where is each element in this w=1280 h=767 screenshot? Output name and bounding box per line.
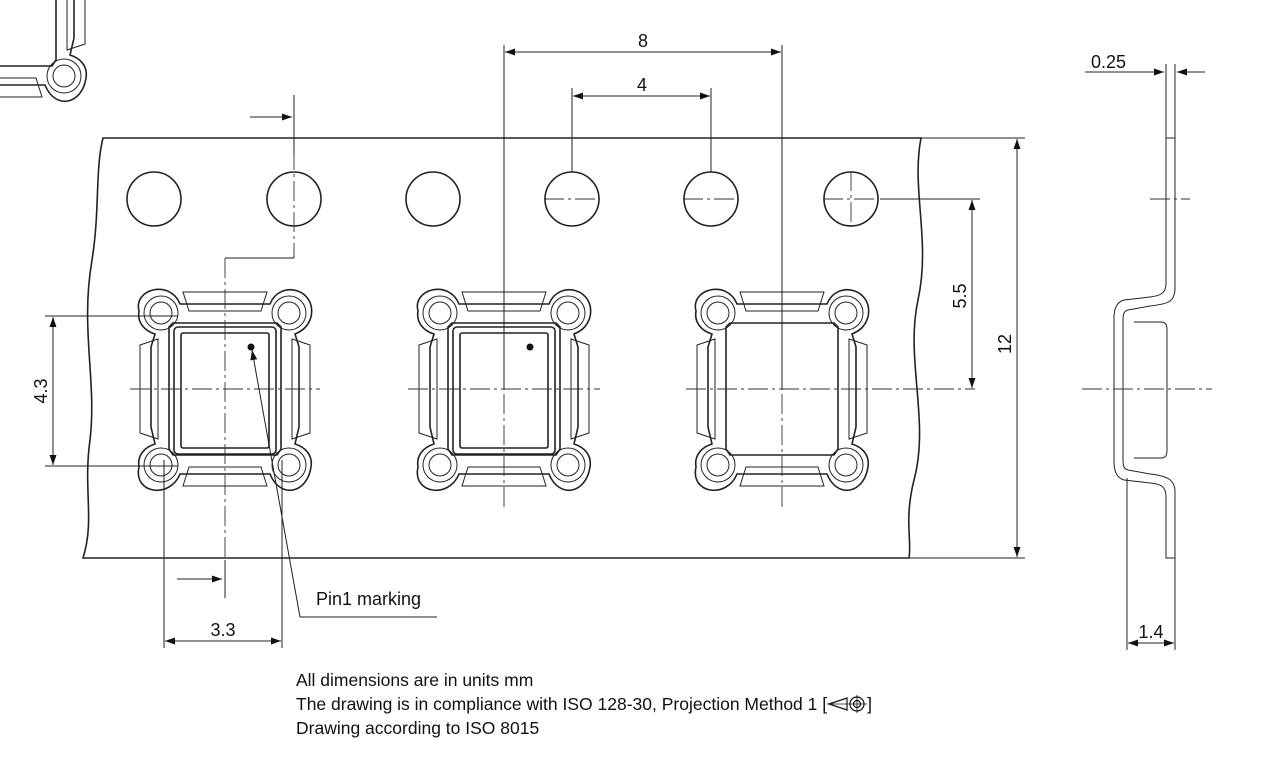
dimension-tape-width: 12 <box>909 137 1025 559</box>
pin1-callout-label: Pin1 marking <box>316 589 421 609</box>
sprocket-hole <box>126 171 182 227</box>
section-line <box>177 95 295 598</box>
dimension-hole-to-center-label: 5.5 <box>950 283 970 308</box>
side-section-view <box>1082 137 1212 559</box>
dimension-tape-thickness-label: 0.25 <box>1091 52 1126 72</box>
units-note: All dimensions are in units mm <box>296 670 534 690</box>
dimension-pocket-depth-label: 1.4 <box>1138 622 1163 642</box>
standard-note: Drawing according to ISO 8015 <box>296 718 540 738</box>
pin1-dot <box>526 343 534 351</box>
dimension-hole-to-center: 5.5 <box>880 198 980 388</box>
compliance-note-text: The drawing is in compliance with ISO 12… <box>296 694 828 714</box>
dimension-pocket-depth: 1.4 <box>1126 478 1176 650</box>
dimension-pocket-width-label: 3.3 <box>210 620 235 640</box>
dimension-hole-pitch: 4 <box>571 75 712 172</box>
compliance-note: The drawing is in compliance with ISO 12… <box>296 692 872 716</box>
projection-symbol-icon <box>827 695 868 713</box>
compliance-note-end: ] <box>867 694 872 714</box>
pin1-callout: Pin1 marking <box>250 349 437 618</box>
dimension-tape-thickness: 0.25 <box>1085 52 1205 140</box>
dimension-pocket-length-label: 4.3 <box>31 378 51 403</box>
hole-centerlines <box>293 150 879 255</box>
sprocket-holes <box>126 171 879 227</box>
dimension-hole-pitch-label: 4 <box>637 75 647 95</box>
sprocket-hole <box>405 171 461 227</box>
dimension-pocket-width: 3.3 <box>163 460 283 648</box>
drawing-notes: All dimensions are in units mm The drawi… <box>296 668 872 740</box>
dimension-pitch: 8 <box>503 31 783 389</box>
dimension-pitch-label: 8 <box>638 31 648 51</box>
carrier-tape-outline <box>81 137 924 559</box>
dimension-pocket-length: 4.3 <box>31 315 178 467</box>
pin1-dot <box>247 343 255 351</box>
dimension-tape-width-label: 12 <box>995 334 1015 354</box>
